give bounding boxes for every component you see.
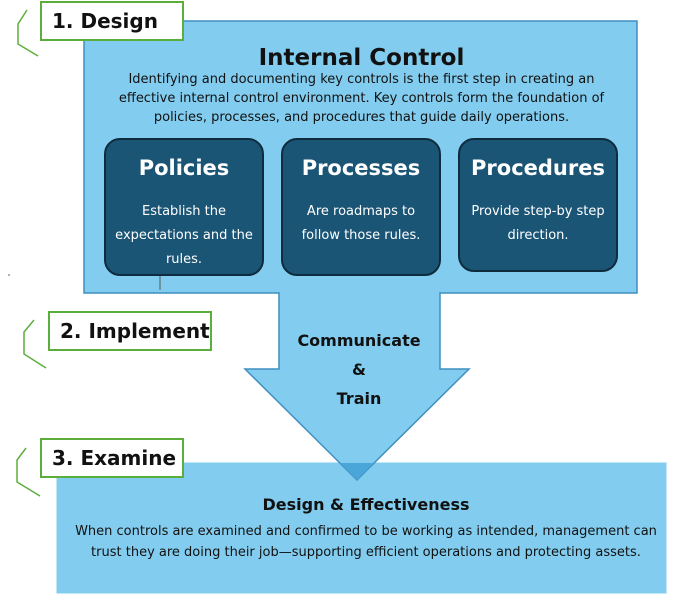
processes-card-title: Processes: [301, 156, 421, 180]
processes-card-body: Are roadmaps to follow those rules.: [301, 204, 421, 243]
communicate-train-text: Communicate & Train: [270, 326, 448, 413]
policies-card-body: Establish the expectations and the rules…: [115, 204, 253, 267]
procedures-card: Procedures Provide step-by step directio…: [458, 138, 618, 272]
arrow-line-communicate: Communicate: [297, 331, 421, 350]
step-2-label: 2. Implement: [48, 311, 212, 351]
step-3-label: 3. Examine: [40, 438, 184, 478]
effectiveness-box: [56, 462, 667, 594]
effectiveness-title: Design & Effectiveness: [262, 495, 470, 514]
step-3-bracket: [16, 447, 41, 497]
step-1-bracket: [17, 9, 39, 57]
arrow-line-train: Train: [336, 389, 382, 408]
policies-card: Policies Establish the expectations and …: [104, 138, 264, 276]
internal-control-title: Internal Control: [258, 45, 465, 71]
policies-card-title: Policies: [138, 156, 230, 180]
stray-dot: [8, 274, 10, 276]
arrow-tip-overlap: [340, 463, 374, 480]
effectiveness-description: When controls are examined and confirmed…: [75, 524, 657, 560]
internal-control-description: Identifying and documenting key controls…: [118, 72, 605, 125]
procedures-card-body: Provide step-by step direction.: [471, 204, 605, 243]
step-2-bracket: [23, 319, 47, 369]
procedures-card-title: Procedures: [471, 156, 605, 180]
processes-card: Processes Are roadmaps to follow those r…: [281, 138, 441, 276]
arrow-line-ampersand: &: [352, 360, 366, 379]
step-1-label: 1. Design: [40, 1, 184, 41]
